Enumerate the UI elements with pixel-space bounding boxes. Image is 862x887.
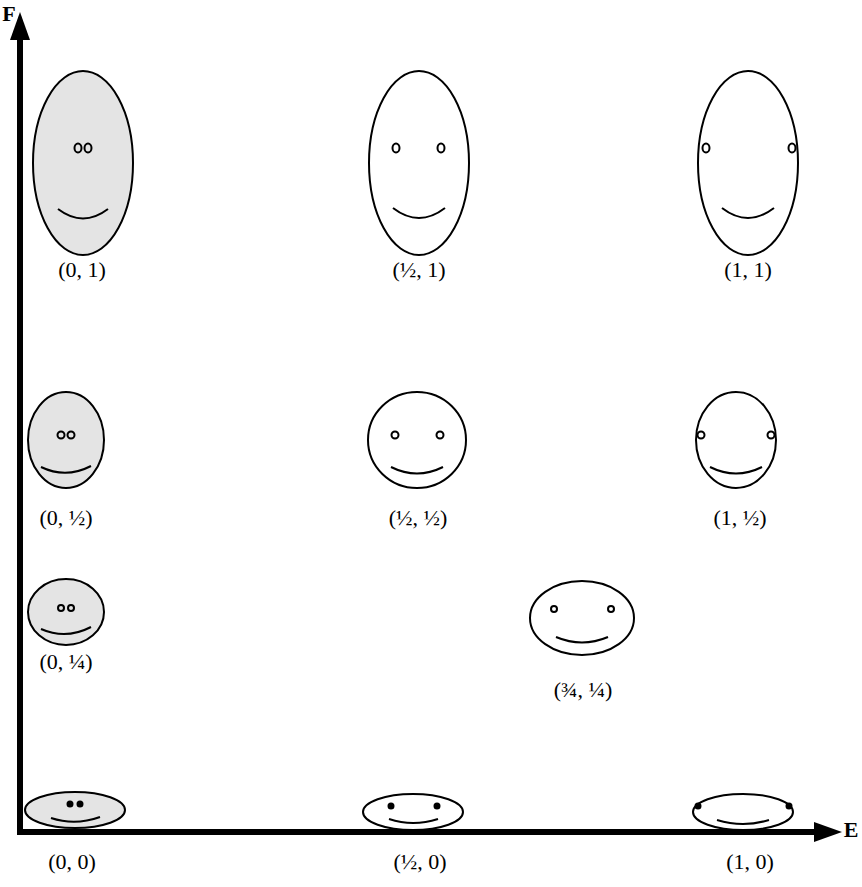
coordinate-label: (0, ½): [39, 506, 92, 530]
axes: [10, 12, 842, 842]
faces: [25, 71, 798, 830]
coordinate-label: (½, 0): [393, 850, 446, 874]
axis-label: F: [2, 2, 15, 26]
axis-label: E: [844, 818, 859, 842]
coordinate-label: (1, ½): [713, 506, 766, 530]
coordinate-label: (1, 0): [726, 850, 774, 874]
coordinate-label: (1, 1): [724, 258, 772, 282]
coordinate-label: (0, ¼): [39, 650, 92, 674]
coordinate-label: (0, 0): [48, 850, 96, 874]
coordinate-label: (0, 1): [58, 258, 106, 282]
coordinate-label: (½, 1): [392, 258, 445, 282]
coordinate-label: (½, ½): [389, 506, 448, 530]
coordinate-label: (¾, ¼): [554, 678, 613, 702]
